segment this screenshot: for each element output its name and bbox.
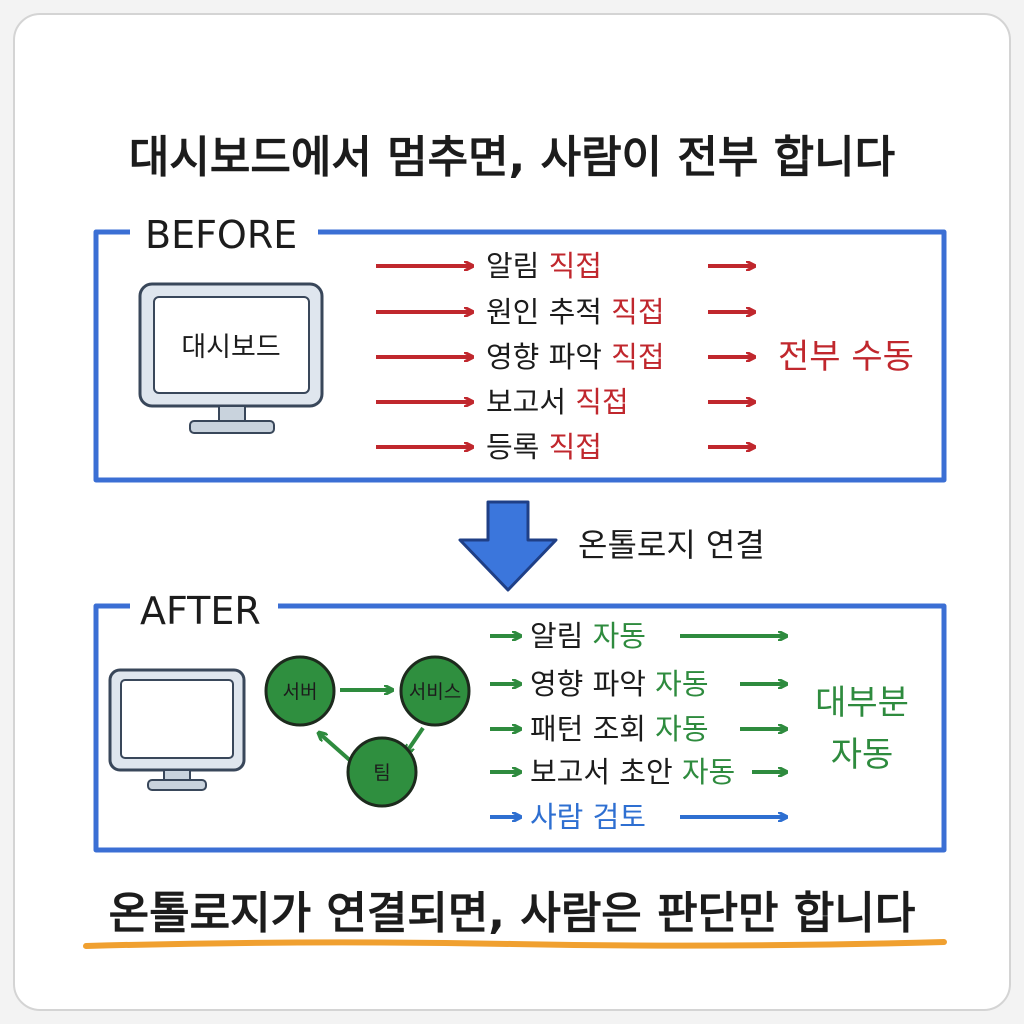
after-label: AFTER — [140, 589, 261, 633]
after-row: 영향 파악 자동 — [530, 667, 709, 701]
service-node-label: 서비스 — [409, 681, 461, 703]
monitor-label: 대시보드 — [181, 332, 280, 363]
before-row: 등록 직접 — [486, 430, 602, 464]
dashboard-monitor-icon — [138, 282, 324, 434]
server-node-label: 서버 — [283, 681, 318, 703]
footer-underline — [83, 939, 947, 949]
footer-caption: 온톨로지가 연결되면, 사람은 판단만 합니다 — [109, 888, 916, 939]
after-row: 패턴 조회 자동 — [530, 712, 709, 746]
before-row: 알림 직접 — [486, 249, 602, 283]
page-title: 대시보드에서 멈추면, 사람이 전부 합니다 — [129, 132, 895, 183]
before-row: 원인 추적 직접 — [486, 295, 665, 329]
before-label: BEFORE — [145, 213, 297, 257]
monitor-icon — [108, 668, 246, 791]
service-node — [399, 655, 471, 727]
team-node — [346, 736, 418, 808]
edge-team-server — [319, 733, 355, 765]
before-row: 보고서 직접 — [486, 385, 629, 419]
team-node-label: 팀 — [373, 762, 390, 784]
after-row: 알림 자동 — [530, 619, 646, 653]
transition-label: 온톨로지 연결 — [578, 526, 765, 564]
after-row-human-review: 사람 검토 — [530, 800, 646, 834]
after-row: 보고서 초안 자동 — [530, 755, 735, 789]
after-frame — [93, 603, 947, 853]
server-node — [264, 655, 336, 727]
before-row: 영향 파악 직접 — [486, 340, 665, 374]
down-arrow-icon — [458, 500, 558, 592]
after-result-line2: 자동 — [831, 735, 894, 775]
after-result-line1: 대부분 — [815, 683, 909, 723]
before-frame — [93, 229, 947, 483]
before-result: 전부 수동 — [778, 337, 914, 377]
